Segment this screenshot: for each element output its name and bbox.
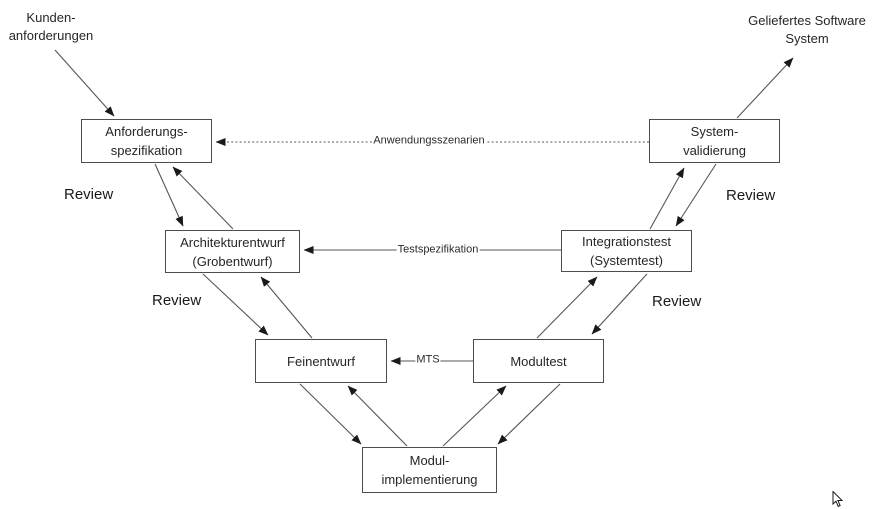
box-feinentwurf: Feinentwurf bbox=[255, 339, 387, 383]
customer-requirements-note: Kunden- anforderungen bbox=[2, 9, 100, 45]
box-integrationstest-line1: Integrationstest bbox=[582, 234, 671, 249]
customer-requirements-line2: anforderungen bbox=[8, 28, 94, 43]
mts-label: MTS bbox=[415, 353, 441, 367]
delivered-system-line2: System bbox=[785, 31, 829, 46]
box-integrationstest-line2: (Systemtest) bbox=[590, 253, 663, 268]
testspezifikation-label: Testspezifikation bbox=[396, 243, 480, 257]
box-anforderungsspezifikation: Anforderungs- spezifikation bbox=[81, 119, 212, 163]
delivered-system-line1: Geliefertes Software bbox=[748, 13, 866, 28]
box-modultest: Modultest bbox=[473, 339, 604, 383]
box-modulimplementierung-line2: implementierung bbox=[381, 472, 478, 487]
box-systemvalidierung-line1: System- bbox=[690, 124, 739, 139]
box-systemvalidierung-line2: validierung bbox=[683, 143, 746, 158]
anwendungsszenarien-label: Anwendungsszenarien bbox=[372, 134, 486, 148]
review-label-left-upper: Review bbox=[64, 186, 114, 203]
box-integrationstest: Integrationstest (Systemtest) bbox=[561, 230, 692, 272]
box-systemvalidierung: System- validierung bbox=[649, 119, 780, 163]
box-modultest-line1: Modultest bbox=[510, 353, 567, 369]
mouse-cursor-icon bbox=[832, 491, 844, 508]
review-label-right-upper: Review bbox=[726, 187, 776, 204]
review-label-right-lower: Review bbox=[652, 293, 702, 310]
delivered-system-note: Geliefertes Software System bbox=[742, 12, 872, 48]
box-modulimplementierung-line1: Modul- bbox=[409, 453, 450, 468]
review-label-left-lower: Review bbox=[152, 292, 202, 309]
box-architekturentwurf: Architekturentwurf (Grobentwurf) bbox=[165, 230, 300, 273]
customer-requirements-line1: Kunden- bbox=[26, 10, 76, 25]
box-architekturentwurf-line1: Architekturentwurf bbox=[180, 234, 285, 250]
box-anforderungsspezifikation-line1: Anforderungs- bbox=[105, 124, 188, 139]
box-architekturentwurf-line2: (Grobentwurf) bbox=[192, 253, 273, 269]
box-modulimplementierung: Modul- implementierung bbox=[362, 447, 497, 493]
box-feinentwurf-line1: Feinentwurf bbox=[287, 353, 355, 369]
box-anforderungsspezifikation-line2: spezifikation bbox=[110, 143, 183, 158]
